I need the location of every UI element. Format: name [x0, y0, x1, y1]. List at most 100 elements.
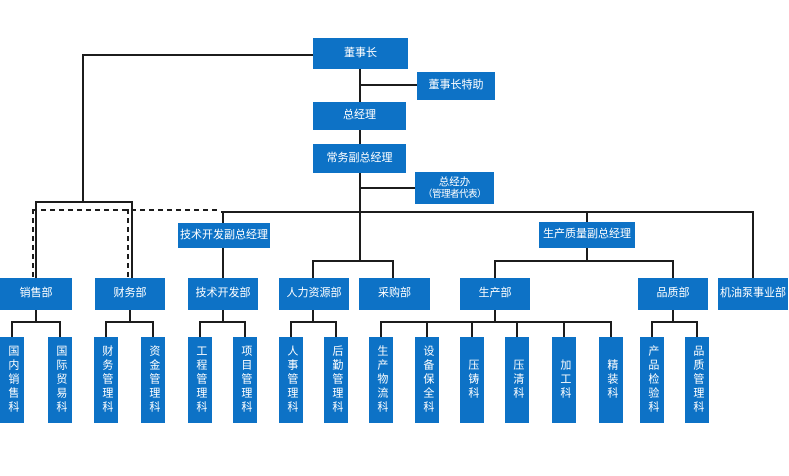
node-label: 资金管理科: [147, 345, 160, 415]
node-label: 加工科: [558, 359, 571, 401]
connector-line-dashed: [32, 209, 34, 279]
connector-line: [105, 321, 107, 338]
node-label: 总经办: [438, 175, 471, 188]
node-quality-dept: 品质部: [638, 278, 708, 310]
connector-line: [696, 321, 698, 338]
node-prod-quality-deputy-gm: 生产质量副总经理: [539, 222, 635, 248]
node-label: 销售部: [19, 287, 53, 300]
connector-line-dashed: [127, 209, 129, 279]
connector-line: [82, 54, 314, 56]
connector-line: [563, 321, 565, 338]
node-product-inspection-section: 产品检验科: [640, 337, 664, 423]
node-label: 后勤管理科: [330, 345, 343, 415]
node-label: 财务管理科: [100, 345, 113, 415]
node-label: 人力资源部: [286, 287, 342, 300]
connector-line: [290, 321, 292, 338]
node-label: 工程管理科: [194, 345, 207, 415]
node-production-dept: 生产部: [460, 278, 530, 310]
connector-line: [199, 321, 201, 338]
node-label: 董事长特助: [428, 79, 484, 92]
connector-line: [392, 260, 394, 279]
node-die-casting-section: 压铸科: [460, 337, 484, 423]
connector-line: [494, 260, 496, 279]
node-label: 国际贸易科: [54, 345, 67, 415]
connector-line: [359, 84, 418, 86]
connector-line: [610, 321, 612, 338]
node-label: 产品检验科: [646, 345, 659, 415]
node-label: 品质部: [656, 287, 690, 300]
connector-line: [312, 260, 394, 262]
node-project-mgmt-section: 项目管理科: [233, 337, 257, 423]
node-equipment-maintenance-section: 设备保全科: [415, 337, 439, 423]
node-engineering-mgmt-section: 工程管理科: [188, 337, 212, 423]
node-tech-dev-dept: 技术开发部: [188, 278, 258, 310]
node-personnel-mgmt-section: 人事管理科: [279, 337, 303, 423]
node-label: 机油泵事业部: [720, 287, 786, 300]
connector-line: [359, 187, 416, 189]
node-hr-dept: 人力资源部: [279, 278, 349, 310]
connector-line: [152, 321, 154, 338]
connector-line-dashed: [32, 209, 219, 211]
connector-line: [335, 321, 337, 338]
connector-line: [244, 321, 246, 338]
node-label: 项目管理科: [239, 345, 252, 415]
connector-line: [82, 54, 84, 203]
node-processing-section: 加工科: [552, 337, 576, 423]
node-label: 生产质量副总经理: [543, 228, 631, 241]
connector-line: [105, 321, 154, 323]
connector-line: [672, 309, 674, 323]
node-sales-dept: 销售部: [0, 278, 72, 310]
connector-line: [426, 321, 428, 338]
connector-line: [35, 201, 133, 203]
node-logistics-mgmt-section: 后勤管理科: [324, 337, 348, 423]
connector-line: [35, 309, 37, 323]
node-label: 生产部: [478, 287, 512, 300]
node-label: 人事管理科: [285, 345, 298, 415]
node-label: 技术开发副总经理: [180, 228, 268, 241]
node-tech-dev-deputy-gm: 技术开发副总经理: [178, 223, 270, 248]
node-sublabel: （管理者代表）: [422, 188, 487, 200]
node-purchasing-dept: 采购部: [359, 278, 430, 310]
node-label: 国内销售科: [6, 345, 19, 415]
connector-line: [35, 201, 37, 279]
connector-line: [359, 172, 361, 262]
connector-line: [221, 211, 754, 213]
node-domestic-sales-section: 国内销售科: [0, 337, 24, 423]
node-fund-mgmt-section: 资金管理科: [141, 337, 165, 423]
node-label: 董事长: [344, 46, 377, 59]
node-finance-dept: 财务部: [95, 278, 165, 310]
connector-line: [59, 321, 61, 338]
connector-line: [11, 321, 61, 323]
node-label: 采购部: [378, 287, 411, 300]
node-gm-office: 总经办（管理者代表）: [415, 172, 494, 204]
node-oil-pump-division: 机油泵事业部: [718, 278, 788, 310]
node-finance-mgmt-section: 财务管理科: [94, 337, 118, 423]
node-label: 生产物流科: [375, 345, 388, 415]
node-label: 压铸科: [466, 359, 479, 401]
node-quality-mgmt-section: 品质管理科: [685, 337, 709, 423]
node-label: 设备保全科: [421, 345, 434, 415]
node-label: 精装科: [605, 359, 618, 401]
node-general-manager: 总经理: [313, 102, 406, 130]
connector-line: [651, 321, 653, 338]
connector-line: [11, 321, 13, 338]
node-label: 财务部: [113, 287, 147, 300]
connector-line: [290, 321, 337, 323]
connector-line: [494, 260, 674, 262]
node-label: 技术开发部: [195, 287, 251, 300]
node-executive-deputy-gm: 常务副总经理: [313, 144, 406, 173]
connector-line: [380, 321, 612, 323]
node-chairman-assistant: 董事长特助: [417, 72, 495, 100]
connector-line: [129, 309, 131, 323]
node-chairman: 董事长: [313, 38, 408, 69]
connector-line: [199, 321, 246, 323]
node-intl-trade-section: 国际贸易科: [48, 337, 72, 423]
node-finishing-section: 精装科: [599, 337, 623, 423]
node-label: 品质管理科: [691, 345, 704, 415]
node-label: 总经理: [343, 109, 376, 122]
connector-line: [312, 260, 314, 279]
connector-line: [359, 129, 361, 145]
connector-line: [471, 321, 473, 338]
connector-line: [516, 321, 518, 338]
